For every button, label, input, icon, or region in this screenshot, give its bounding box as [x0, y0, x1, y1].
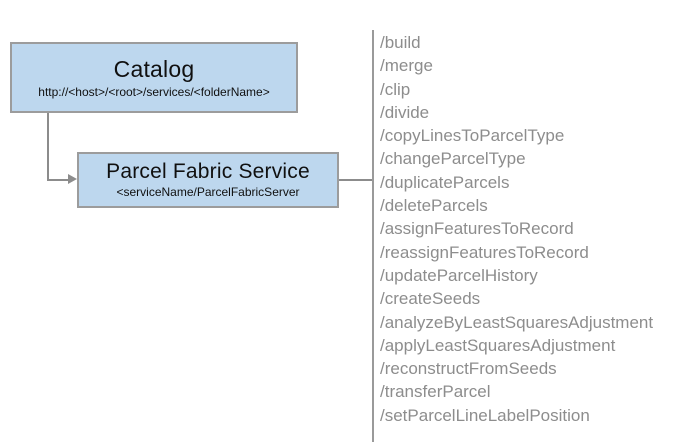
operation-item[interactable]: /reconstructFromSeeds — [380, 359, 557, 379]
connector-service-to-operations — [339, 179, 373, 181]
operation-item[interactable]: /setParcelLineLabelPosition — [380, 405, 590, 425]
connector-catalog-vertical — [47, 113, 49, 181]
operation-item[interactable]: /reassignFeaturesToRecord — [380, 242, 589, 262]
operation-item[interactable]: /createSeeds — [380, 289, 481, 309]
connector-catalog-horizontal — [47, 179, 70, 181]
operation-item[interactable]: /updateParcelHistory — [380, 265, 538, 285]
node-catalog[interactable]: Catalog http://<host>/<root>/services/<f… — [10, 42, 298, 113]
arrowhead-icon — [68, 174, 77, 184]
node-parcel-fabric-service-path: <serviceName/ParcelFabricServer — [116, 185, 300, 199]
operation-item[interactable]: /changeParcelType — [380, 149, 526, 169]
operation-item[interactable]: /transferParcel — [380, 382, 491, 402]
node-catalog-title: Catalog — [113, 55, 195, 82]
node-catalog-url: http://<host>/<root>/services/<folderNam… — [38, 84, 270, 99]
operation-item[interactable]: /duplicateParcels — [380, 172, 510, 192]
operation-item[interactable]: /build — [380, 33, 421, 52]
operation-item[interactable]: /analyzeByLeastSquaresAdjustment — [380, 312, 654, 332]
operation-item[interactable]: /clip — [380, 79, 411, 99]
operation-item[interactable]: /merge — [380, 56, 433, 76]
node-parcel-fabric-service-title: Parcel Fabric Service — [106, 160, 310, 183]
operation-item[interactable]: /divide — [380, 102, 430, 122]
node-parcel-fabric-service[interactable]: Parcel Fabric Service <serviceName/Parce… — [77, 152, 339, 208]
operations-divider — [372, 30, 374, 442]
operation-item[interactable]: /assignFeaturesToRecord — [380, 219, 574, 239]
operation-item[interactable]: /applyLeastSquaresAdjustment — [380, 335, 616, 355]
operation-item[interactable]: /deleteParcels — [380, 196, 488, 216]
operation-item[interactable]: /copyLinesToParcelType — [380, 126, 565, 146]
operations-list: /build /merge /clip /divide /copyLinesTo… — [380, 31, 686, 427]
